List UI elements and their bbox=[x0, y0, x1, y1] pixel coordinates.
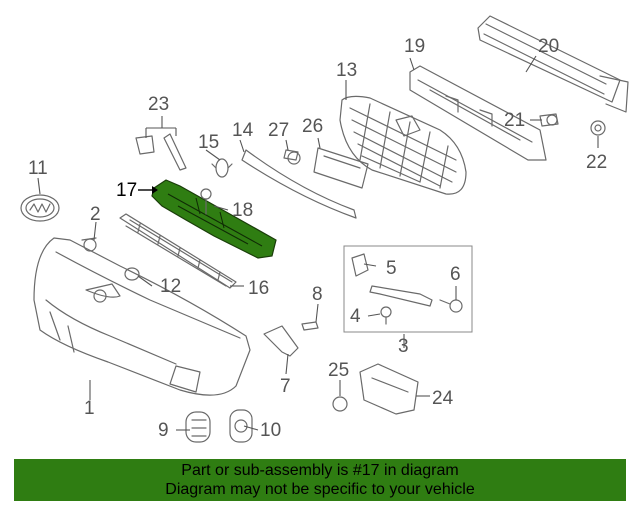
part-25-nut[interactable] bbox=[332, 396, 348, 412]
callout-labels: 1 2 3 4 5 6 7 8 9 10 11 12 13 14 15 16 1… bbox=[28, 36, 607, 441]
callout-22: 22 bbox=[586, 152, 607, 173]
callout-10: 10 bbox=[260, 420, 281, 441]
part-27-bolt[interactable] bbox=[283, 149, 301, 165]
callout-23: 23 bbox=[148, 94, 169, 115]
callout-13: 13 bbox=[336, 60, 357, 81]
callout-9: 9 bbox=[158, 420, 169, 441]
callout-24: 24 bbox=[432, 388, 454, 409]
part-21-bolt[interactable] bbox=[539, 113, 559, 127]
part-17-upper-bracket[interactable] bbox=[151, 179, 277, 259]
callout-14: 14 bbox=[232, 120, 254, 141]
callout-25: 25 bbox=[328, 360, 349, 381]
callout-21: 21 bbox=[504, 110, 525, 131]
part-9-cover[interactable] bbox=[185, 411, 211, 443]
part-26-license-bracket[interactable] bbox=[313, 147, 369, 189]
part-16-lower-grille[interactable] bbox=[119, 213, 237, 289]
callout-17-arrow bbox=[138, 186, 158, 194]
part-12-clip[interactable] bbox=[124, 267, 140, 281]
callout-1: 1 bbox=[84, 398, 95, 419]
part-15-clip[interactable] bbox=[211, 158, 233, 178]
part-24-sensor[interactable] bbox=[359, 363, 419, 415]
part-20-bumper-beam[interactable] bbox=[477, 15, 629, 113]
callout-26: 26 bbox=[302, 116, 323, 137]
banner-line-disclaimer: Diagram may not be specific to your vehi… bbox=[165, 481, 475, 498]
callout-6: 6 bbox=[450, 264, 461, 285]
callout-18: 18 bbox=[232, 200, 253, 221]
part-3-bracket-assembly[interactable] bbox=[343, 245, 473, 333]
part-22-nut[interactable] bbox=[590, 120, 606, 136]
callout-2: 2 bbox=[90, 204, 101, 225]
part-10-sensor[interactable] bbox=[229, 409, 253, 443]
callout-16: 16 bbox=[248, 278, 269, 299]
part-4-bolt[interactable] bbox=[380, 306, 392, 325]
callout-8: 8 bbox=[312, 284, 323, 305]
part-5-bracket[interactable] bbox=[351, 253, 369, 277]
part-23-bracket[interactable] bbox=[135, 133, 187, 171]
info-banner: Part or sub-assembly is #17 in diagram D… bbox=[14, 459, 626, 501]
part-11-emblem[interactable] bbox=[20, 194, 60, 222]
callout-4: 4 bbox=[350, 306, 361, 327]
part-8-screw[interactable] bbox=[301, 321, 319, 331]
callout-15: 15 bbox=[198, 132, 219, 153]
callout-5: 5 bbox=[386, 258, 397, 279]
part-3-brace[interactable] bbox=[369, 285, 433, 307]
part-18-screw[interactable] bbox=[200, 188, 212, 215]
part-19-energy-absorber[interactable] bbox=[409, 65, 547, 161]
callout-17: 17 bbox=[116, 180, 137, 201]
banner-line-part: Part or sub-assembly is #17 in diagram bbox=[181, 462, 459, 479]
callout-27: 27 bbox=[268, 120, 289, 141]
callout-3: 3 bbox=[398, 336, 409, 357]
callout-12: 12 bbox=[160, 276, 181, 297]
parts-diagram: 1 2 3 4 5 6 7 8 9 10 11 12 13 14 15 16 1… bbox=[20, 15, 629, 443]
part-1-bumper-cover[interactable] bbox=[33, 237, 251, 396]
callout-7: 7 bbox=[280, 376, 291, 397]
part-7-bracket[interactable] bbox=[263, 325, 299, 357]
callout-20: 20 bbox=[538, 36, 559, 57]
part-6-nut[interactable] bbox=[439, 299, 463, 313]
callout-11: 11 bbox=[28, 158, 48, 179]
leader-lines bbox=[37, 55, 599, 431]
part-13-grille[interactable] bbox=[339, 95, 467, 195]
part-14-molding[interactable] bbox=[241, 149, 357, 219]
callout-19: 19 bbox=[404, 36, 425, 57]
